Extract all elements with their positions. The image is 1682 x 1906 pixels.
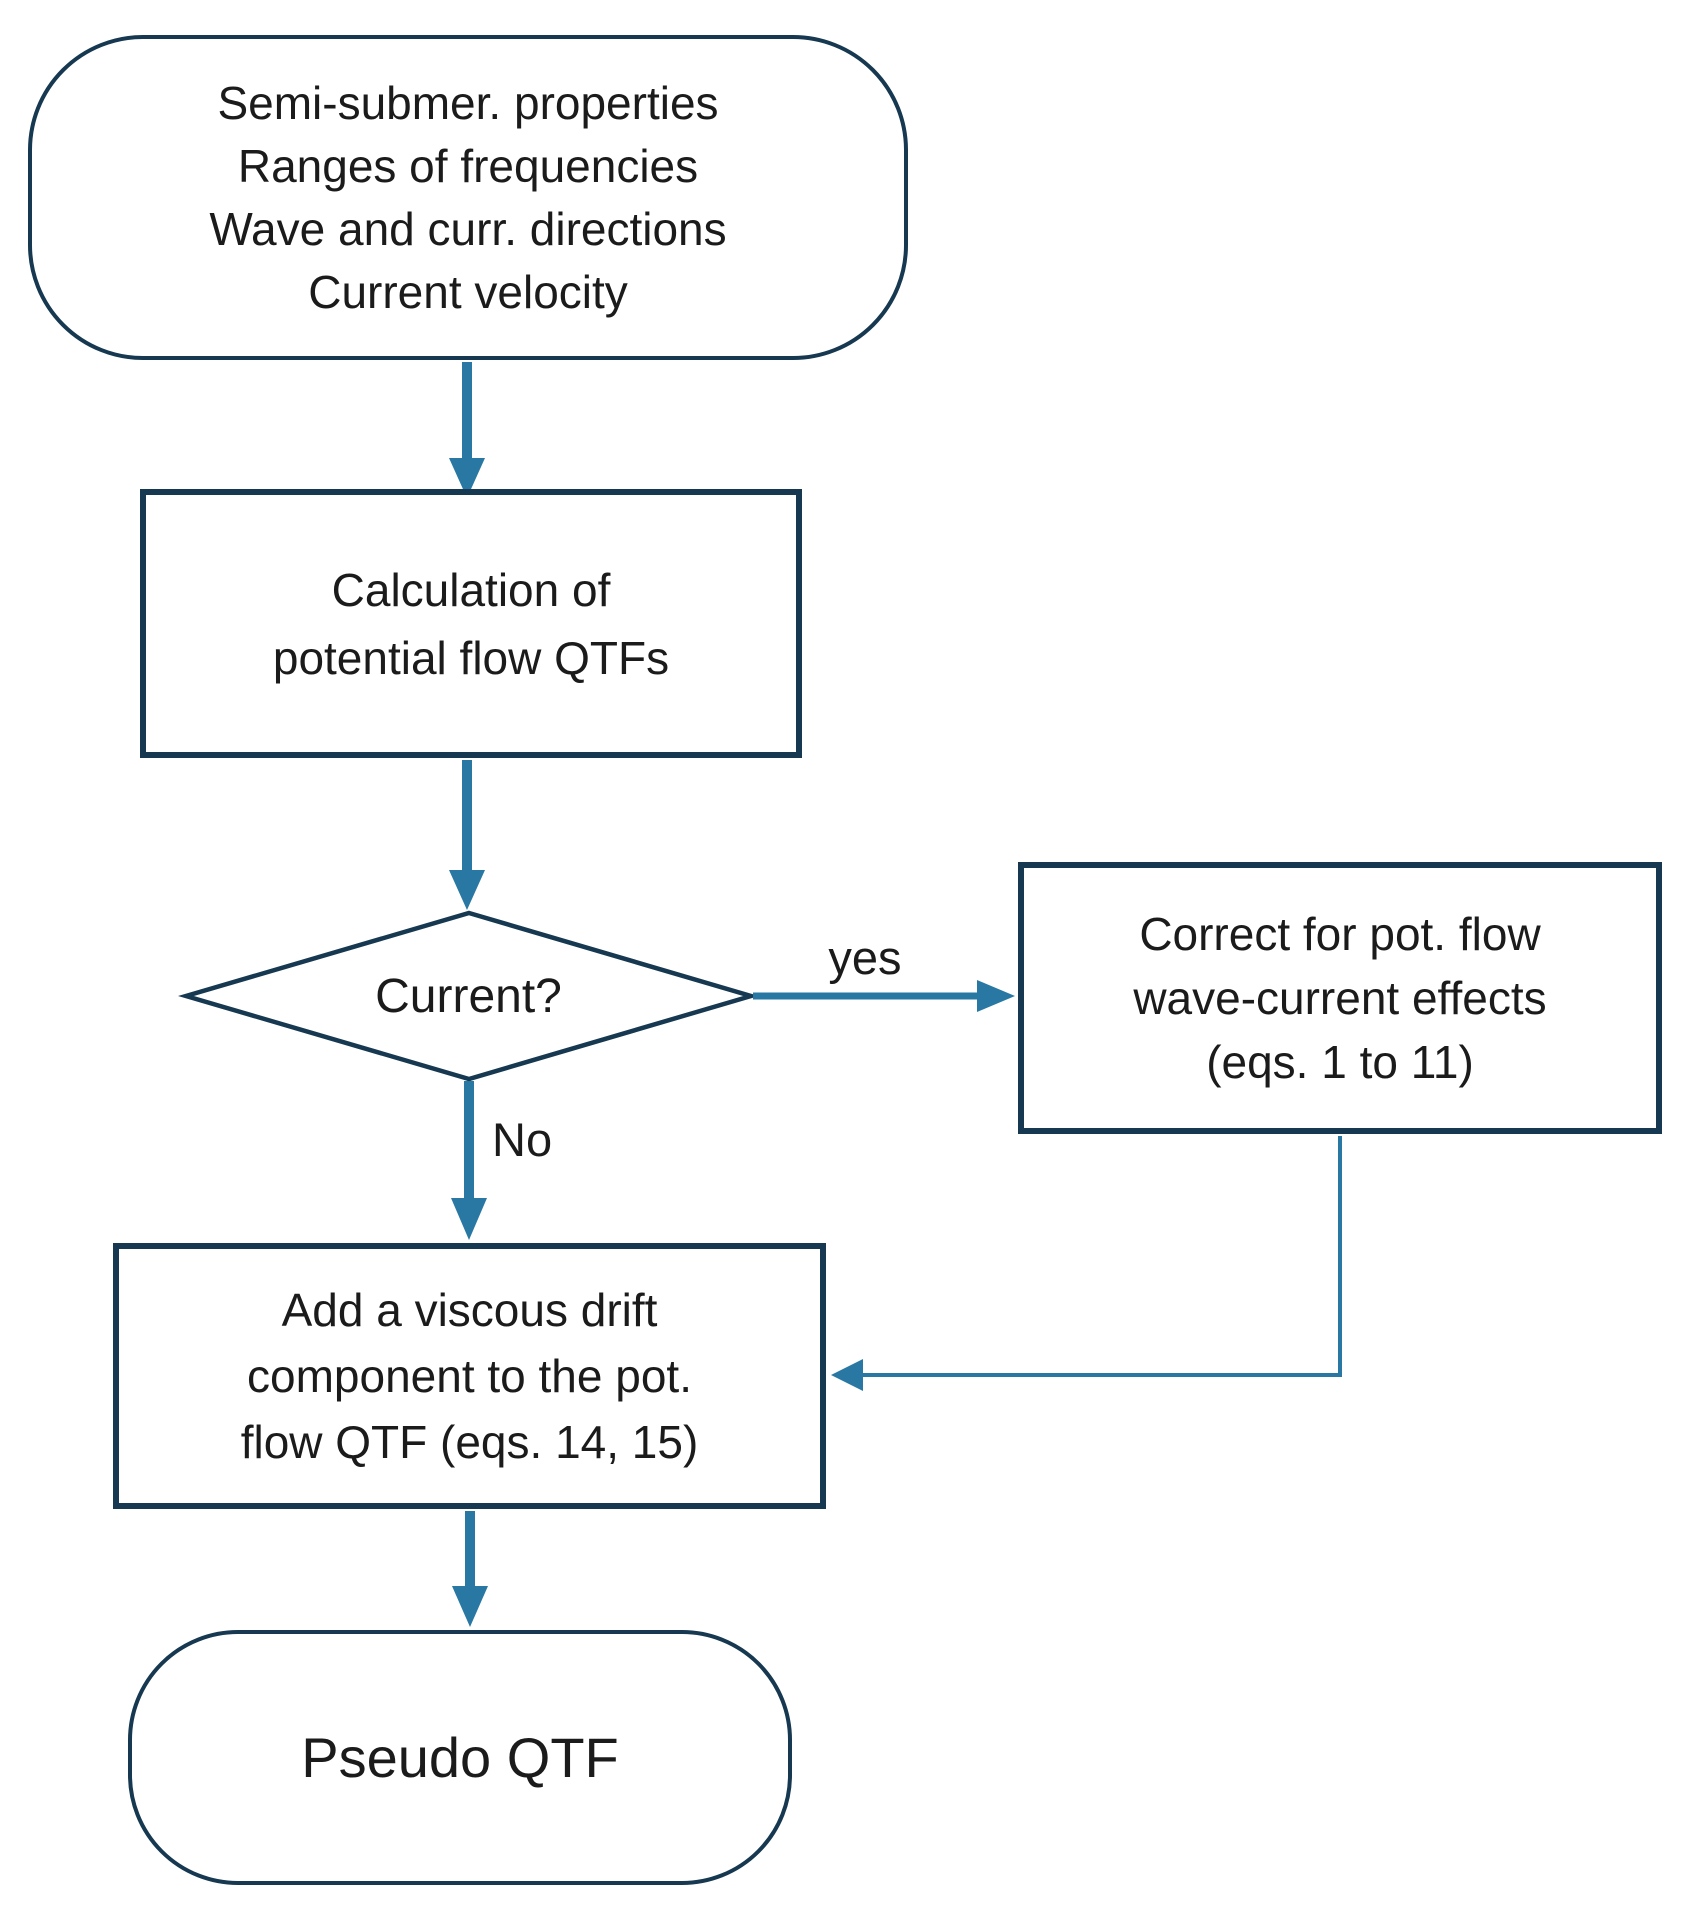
node-start-line: Semi-submer. properties bbox=[217, 76, 719, 129]
node-correct-line: Correct for pot. flow bbox=[1139, 908, 1541, 960]
arrow-start-to-calc bbox=[449, 362, 485, 498]
arrow-viscous-to-end bbox=[452, 1511, 488, 1627]
node-end-label: Pseudo QTF bbox=[301, 1726, 619, 1789]
node-correct-line: (eqs. 1 to 11) bbox=[1206, 1036, 1474, 1088]
node-calculation-line: potential flow QTFs bbox=[272, 631, 670, 684]
node-viscous-line: component to the pot. bbox=[247, 1350, 692, 1402]
node-start: Semi-submer. properties Ranges of freque… bbox=[28, 35, 908, 360]
node-start-line: Ranges of frequencies bbox=[237, 139, 699, 192]
node-viscous-line: Add a viscous drift bbox=[281, 1284, 658, 1336]
node-correct-wave-current: Correct for pot. flow wave-current effec… bbox=[1018, 862, 1662, 1134]
arrow-calc-to-decision bbox=[449, 760, 485, 910]
node-correct-line: wave-current effects bbox=[1133, 972, 1547, 1024]
edge-label-no: No bbox=[492, 1113, 553, 1166]
arrow-no-to-viscous bbox=[451, 1081, 487, 1240]
node-viscous-line: flow QTF (eqs. 14, 15) bbox=[240, 1416, 699, 1468]
edge-label-yes: yes bbox=[828, 931, 902, 984]
node-decision-label: Current? bbox=[375, 969, 562, 1023]
node-start-line: Current velocity bbox=[308, 265, 628, 318]
node-end: Pseudo QTF bbox=[128, 1630, 792, 1885]
node-calculation: Calculation of potential flow QTFs bbox=[140, 489, 802, 758]
node-viscous-drift: Add a viscous drift component to the pot… bbox=[113, 1243, 826, 1509]
connector-correct-to-viscous bbox=[831, 1136, 1342, 1391]
node-calculation-line: Calculation of bbox=[331, 563, 611, 616]
decision-diamond bbox=[178, 910, 759, 1082]
node-start-line: Wave and curr. directions bbox=[209, 202, 727, 255]
arrow-yes-to-correct bbox=[753, 980, 1015, 1012]
